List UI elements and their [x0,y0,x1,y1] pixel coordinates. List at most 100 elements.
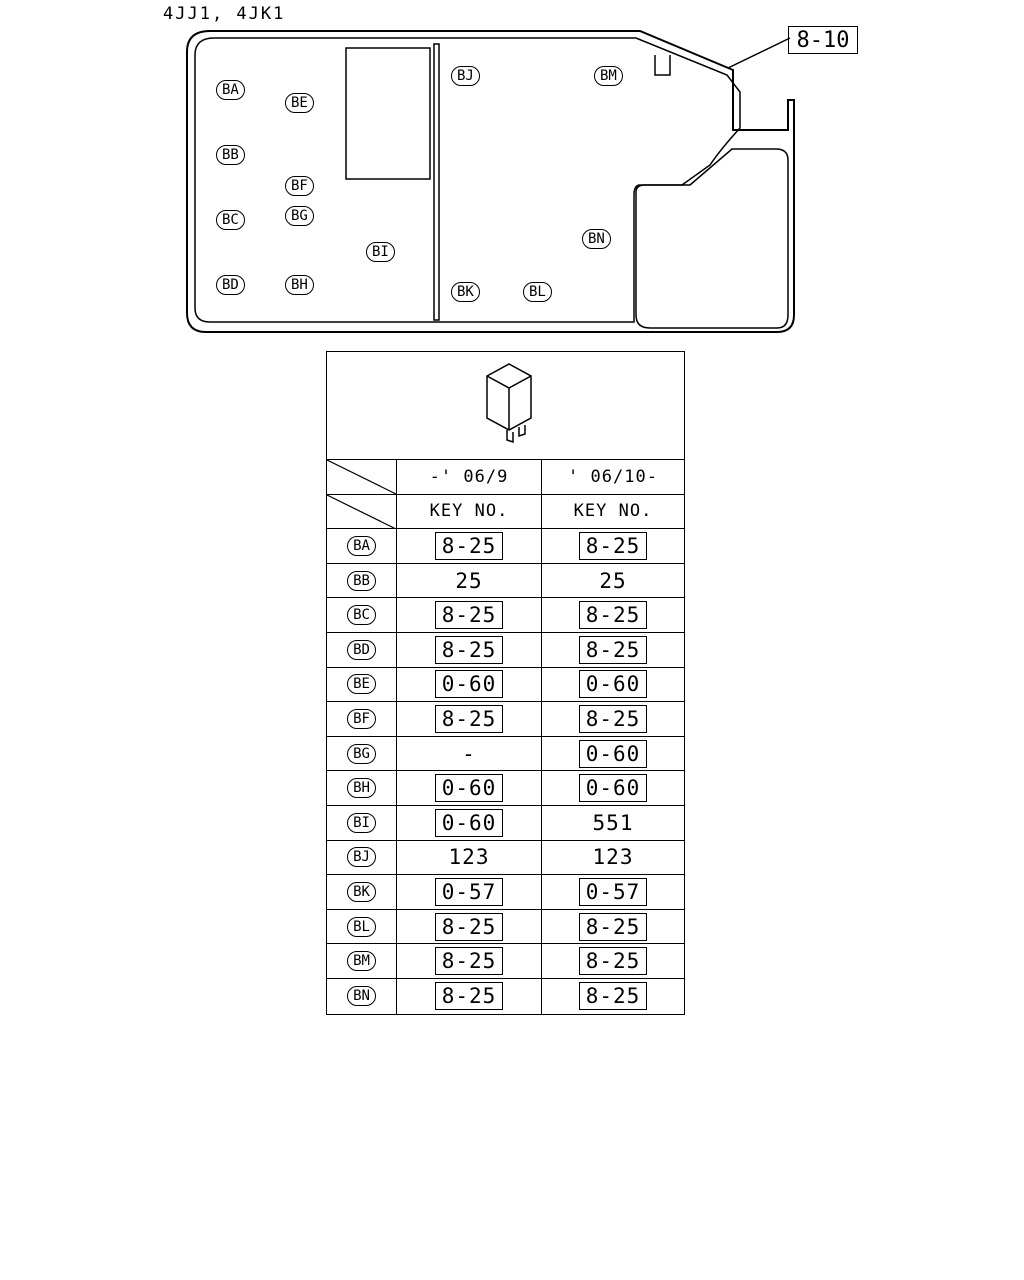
key-value-early-cell: 0-60 [397,771,542,805]
key-value-late: 8-25 [578,635,648,664]
key-value-early: 8-25 [434,947,504,976]
layout-tag-bl: BL [523,282,552,302]
key-value-early: 0-60 [434,670,504,699]
key-value-early-cell: 8-25 [397,944,542,978]
diagonal-line [327,494,396,529]
key-value-late: 0-60 [578,739,648,768]
layout-tag-bd: BD [216,275,245,295]
layout-tag-bb: BB [216,145,245,165]
row-label: BE [347,674,376,695]
key-value-early-cell: 0-60 [397,805,542,840]
layout-tag-bk: BK [451,282,480,302]
row-label: BJ [347,847,376,868]
row-label-cell: BC [327,598,397,632]
key-value-late-cell: 25 [542,564,684,598]
key-value-early: 123 [448,845,490,870]
key-value-late-cell: 8-25 [542,979,684,1014]
row-label: BD [347,639,376,660]
key-value-early-cell: 8-25 [397,909,542,944]
model-label: 4JJ1, 4JK1 [163,4,286,24]
key-value-late-cell: 8-25 [542,633,684,667]
table-row: BD 8-25 8-25 [327,632,684,668]
row-label-cell: BK [327,875,397,909]
row-label: BC [347,605,376,626]
key-value-early-cell: 8-25 [397,598,542,632]
key-value-late-cell: 8-25 [542,529,684,563]
row-label-cell: BD [327,632,397,667]
row-label: BF [347,708,376,729]
sub-header-1: KEY NO. [397,494,542,529]
fuse-box-diagram [186,30,795,333]
key-value-late-cell: 551 [542,806,684,840]
row-label: BN [347,986,376,1007]
key-value-late-cell: 0-60 [542,668,684,702]
key-value-early: - [462,741,476,766]
key-value-early-cell: 8-25 [397,702,542,736]
row-label-cell: BA [327,529,397,563]
key-value-early-cell: 123 [397,840,542,875]
key-value-late: 25 [599,568,627,593]
col-header-1: -' 06/9 [397,460,542,494]
key-value-late-cell: 8-25 [542,910,684,944]
key-value-late: 8-25 [578,531,648,560]
table-row: BC 8-25 8-25 [327,598,684,633]
row-label: BB [347,570,376,591]
row-label-cell: BI [327,805,397,840]
row-label: BH [347,778,376,799]
layout-tag-bf: BF [285,176,314,196]
key-value-early: 8-25 [434,982,504,1011]
key-value-early: 8-25 [434,531,504,560]
key-value-late: 8-25 [578,912,648,941]
sub-header-2: KEY NO. [573,501,653,522]
key-value-late-cell: 8-25 [542,702,684,736]
relay-image-cell [327,352,684,460]
key-value-late: 8-25 [578,982,648,1011]
row-label-cell: BB [327,563,397,598]
table-row: BB 25 25 [327,563,684,599]
key-value-late: 8-25 [578,601,648,630]
row-label: BL [347,916,376,937]
key-value-early: 8-25 [434,635,504,664]
diagonal-line [327,460,396,494]
key-table: -' 06/9 ' 06/10- KEY NO. KEY NO. BA 8-25 8… [326,351,685,1015]
row-label: BG [347,743,376,764]
table-row: BE 0-60 0-60 [327,667,684,703]
key-value-late: 8-25 [578,947,648,976]
key-value-late-cell: 123 [542,841,684,875]
col-header-2: ' 06/10- [568,466,658,487]
key-value-early: 8-25 [434,704,504,733]
row-label: BA [347,535,376,556]
row-label-cell: BJ [327,840,397,875]
ref-key-box: 8-10 [788,26,858,54]
table-row: BI 0-60 551 [327,805,684,841]
row-label-cell: BE [327,667,397,702]
key-value-early-cell: 8-25 [397,632,542,667]
row-label-cell: BF [327,702,397,736]
row-label: BI [347,812,376,833]
table-row: BN 8-25 8-25 [327,978,684,1014]
key-value-early-cell: 8-25 [397,978,542,1014]
key-value-late: 0-57 [578,877,648,906]
key-value-early: 25 [455,568,483,593]
row-label-cell: BG [327,736,397,771]
relay-icon [486,363,532,444]
key-value-late-cell: 0-60 [542,771,684,805]
layout-tag-bn: BN [582,229,611,249]
corner-diag-cell [327,460,397,494]
key-value-early: 8-25 [434,912,504,941]
key-value-late-cell: 8-25 [542,944,684,978]
key-value-early: 0-60 [434,808,504,837]
key-value-late-cell: 8-25 [542,598,684,632]
table-row: BG - 0-60 [327,736,684,772]
layout-tag-ba: BA [216,80,245,100]
key-value-late: 123 [592,845,634,870]
key-value-early-cell: 25 [397,563,542,598]
key-value-early-cell: 0-57 [397,875,542,909]
row-label-cell: BN [327,978,397,1014]
key-value-late: 551 [592,810,634,835]
layout-tag-be: BE [285,93,314,113]
key-value-early: 0-60 [434,774,504,803]
layout-tag-bm: BM [594,66,623,86]
key-value-late: 0-60 [578,774,648,803]
row-label: BM [347,951,376,972]
